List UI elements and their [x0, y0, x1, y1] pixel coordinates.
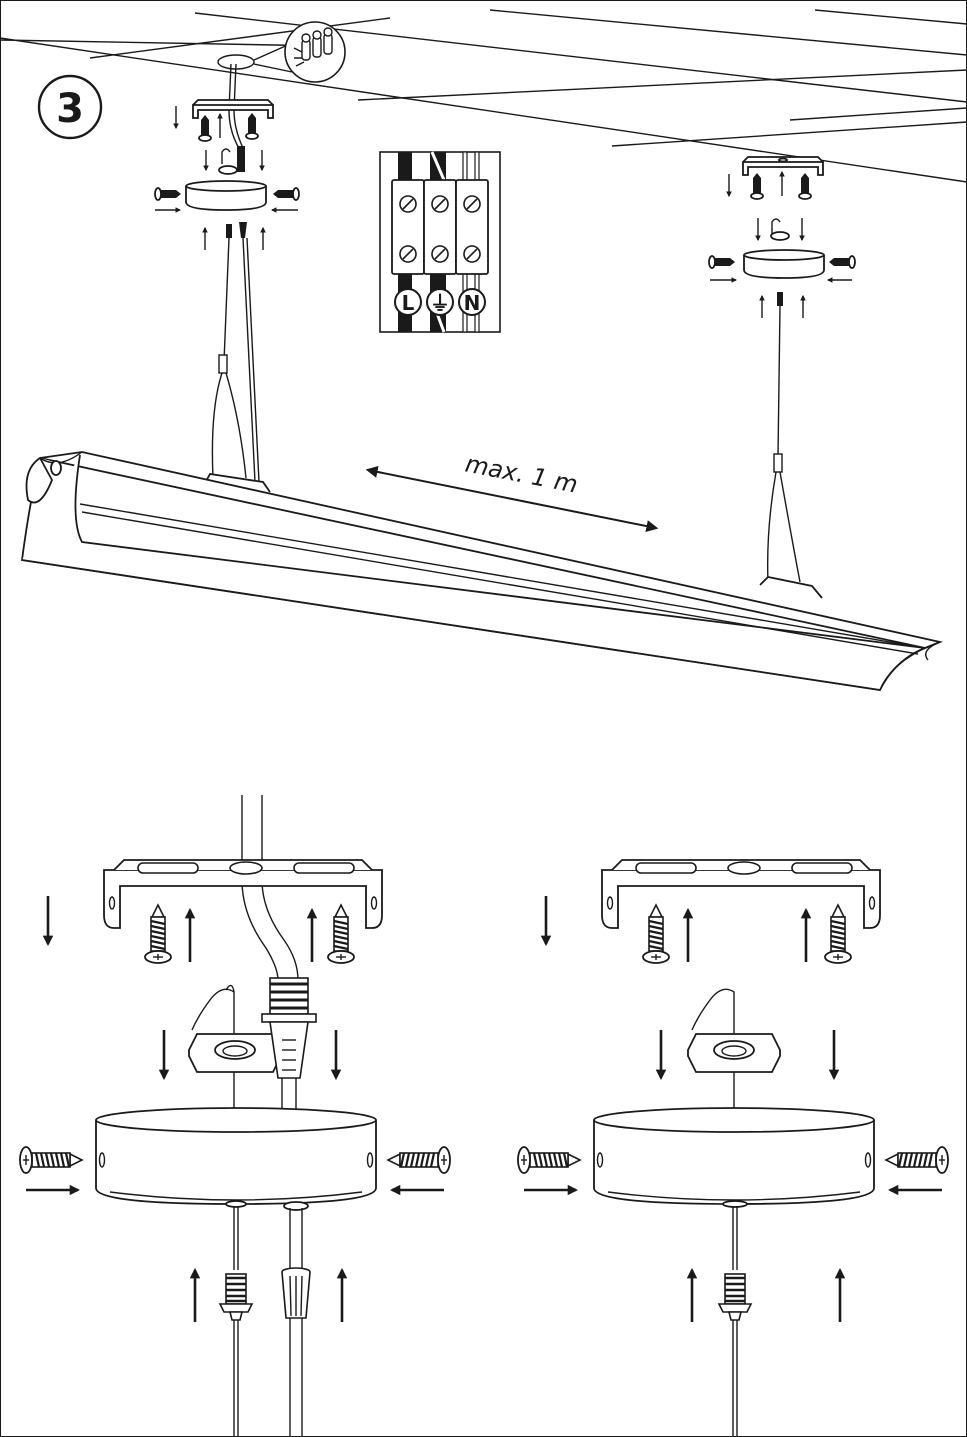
screw-icon	[143, 903, 173, 965]
screw-icon	[823, 903, 853, 965]
right-detail-assembly	[516, 859, 950, 1437]
mounting-bracket-icon	[742, 156, 824, 176]
right-suspension-assembly-small	[708, 156, 856, 583]
ceiling-canopy-icon	[593, 1107, 875, 1205]
terminal-block-diagram: L ⏚ N	[379, 151, 501, 333]
terminal-label-earth: ⏚	[430, 291, 450, 315]
cable-grip-icon	[239, 222, 247, 238]
screw-icon	[641, 903, 671, 965]
hook-icon	[771, 218, 781, 234]
terminal-label-live: L	[402, 291, 415, 315]
ceiling-canopy-icon	[185, 180, 267, 211]
cable-gland-icon	[218, 1272, 254, 1322]
screw-icon	[154, 187, 182, 201]
screw-icon	[828, 255, 856, 269]
screw-icon	[798, 172, 812, 200]
cable-gland-icon	[777, 292, 783, 306]
distance-indicator: max. 1 m	[365, 450, 659, 532]
screw-icon	[245, 112, 259, 140]
cable-gland-icon	[226, 224, 232, 238]
screw-icon	[272, 187, 300, 201]
screw-icon	[386, 1145, 452, 1175]
ceiling-canopy-icon	[743, 249, 825, 279]
mounting-bracket-icon	[192, 99, 274, 119]
screw-icon	[750, 172, 764, 200]
cable-gland-icon	[237, 146, 245, 172]
hex-nut-icon	[770, 231, 790, 241]
distance-label: max. 1 m	[463, 450, 580, 499]
cable-gland-icon	[717, 1272, 753, 1322]
screw-icon	[884, 1145, 950, 1175]
cable-gland-icon	[261, 977, 317, 1079]
hook-icon	[691, 988, 735, 1110]
ceiling-connector-icon	[217, 21, 346, 83]
ceiling-canopy-icon	[95, 1107, 377, 1205]
step-badge: 3	[37, 74, 103, 140]
hook-icon	[221, 148, 231, 164]
cable-grip-icon	[281, 1267, 311, 1319]
step-number: 3	[56, 86, 84, 132]
hex-nut-icon	[188, 1033, 282, 1073]
hex-nut-icon	[218, 165, 238, 175]
screw-icon	[516, 1145, 582, 1175]
terminal-label-neutral: N	[464, 291, 481, 315]
left-detail-assembly	[18, 795, 452, 1437]
left-suspension-assembly-small	[154, 63, 300, 483]
screw-icon	[326, 903, 356, 965]
screw-icon	[18, 1145, 84, 1175]
screw-icon	[198, 114, 212, 142]
hook-icon	[191, 988, 235, 1110]
hex-nut-icon	[687, 1033, 781, 1073]
screw-icon	[708, 255, 736, 269]
linear-pendant-luminaire-icon	[20, 451, 944, 691]
